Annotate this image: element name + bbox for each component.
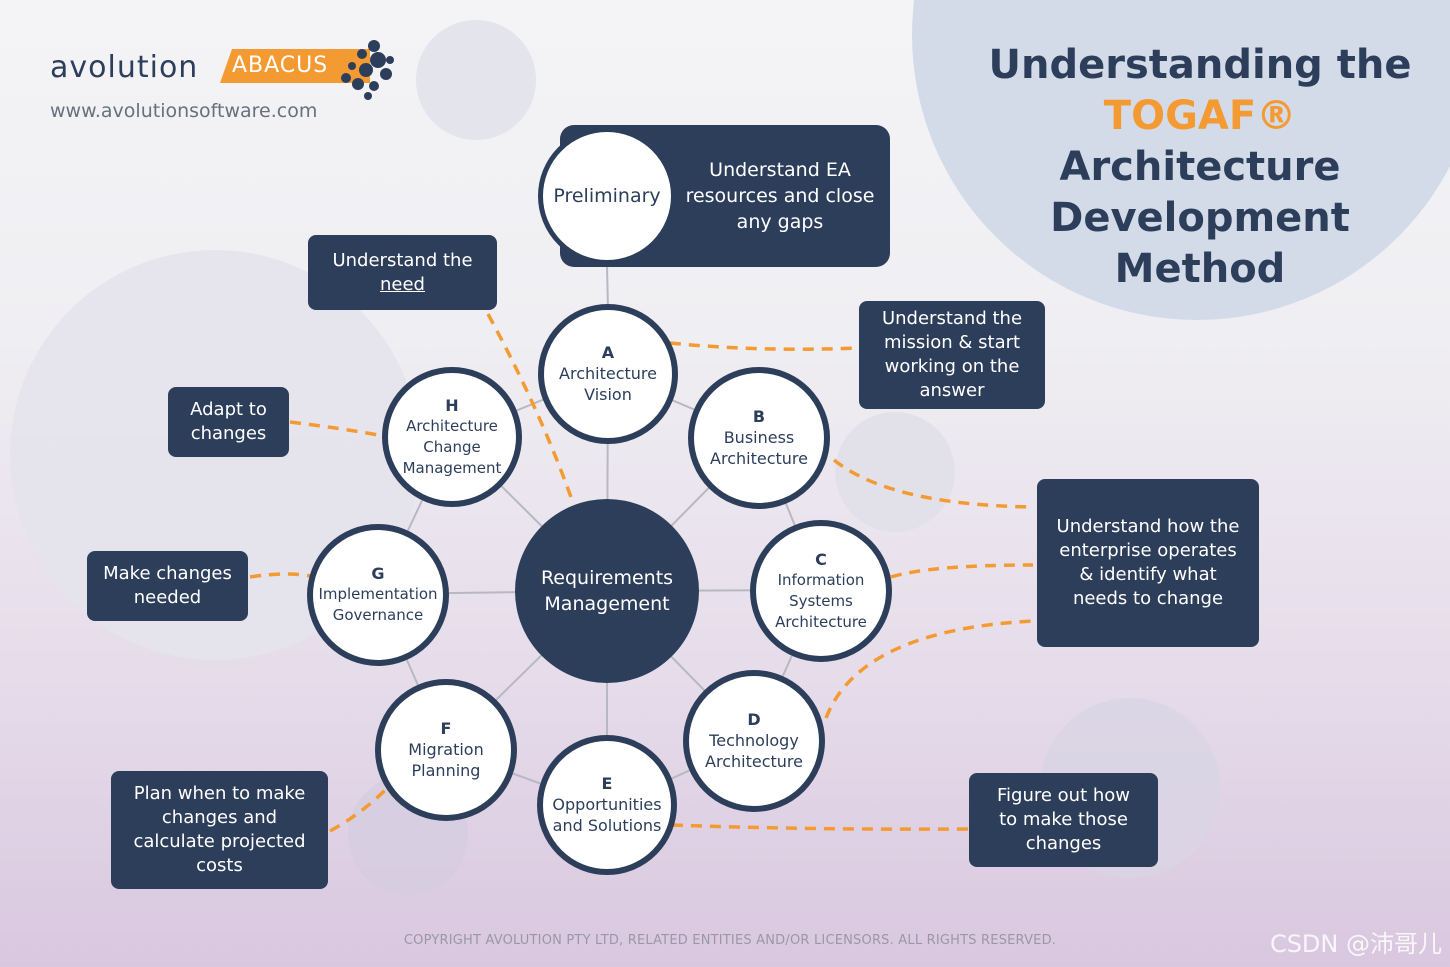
phase-a-letter: A: [601, 343, 615, 362]
copyright-notice: COPYRIGHT AVOLUTION PTY LTD, RELATED ENT…: [403, 933, 1057, 948]
dash-make: [249, 572, 316, 579]
logo-wordmark: avolution: [50, 50, 199, 85]
dash-need: [486, 313, 574, 501]
phase-b-name: Business Architecture: [710, 428, 808, 468]
dash-c: [890, 563, 1034, 579]
phase-b-letter: B: [752, 407, 766, 426]
need-link[interactable]: need: [380, 273, 425, 295]
dash-mission: [669, 341, 859, 351]
phase-f-name: Migration Planning: [408, 740, 484, 780]
phase-h-letter: H: [445, 395, 459, 415]
dash-d: [824, 619, 1034, 719]
title-line-2: TOGAF® Architecture: [960, 91, 1440, 193]
phase-g-name: Implementation Governance: [318, 585, 438, 624]
phase-d-letter: D: [747, 710, 761, 729]
requirements-management-node[interactable]: Requirements Management: [515, 499, 699, 683]
phase-g-node[interactable]: G Implementation Governance: [307, 524, 449, 666]
bg-circle-small-top: [416, 20, 536, 140]
dash-e: [671, 823, 969, 831]
title-line-3: Development Method: [1050, 195, 1350, 292]
logo-tag: ABACUS: [220, 49, 370, 83]
callout-dashed-lines: [249, 313, 1034, 833]
preliminary-label: Preliminary: [553, 185, 661, 207]
phase-c-node[interactable]: C Information Systems Architecture: [750, 520, 892, 662]
phase-h-node[interactable]: H Architecture Change Management: [382, 367, 522, 507]
dash-b: [832, 458, 1034, 509]
title-line-1: Understanding the: [988, 42, 1412, 88]
phase-c-name: Information Systems Architecture: [775, 570, 867, 631]
callout-figure-out: Figure out how to make those changes: [969, 773, 1158, 867]
csdn-watermark: CSDN @沛哥儿: [1269, 930, 1442, 958]
callout-plan: Plan when to make changes and calculate …: [111, 771, 328, 889]
phase-e-node[interactable]: E Opportunities and Solutions: [537, 735, 677, 875]
phase-c-letter: C: [815, 549, 827, 569]
callout-adapt: Adapt to changes: [168, 387, 289, 457]
phase-a-node[interactable]: A Architecture Vision: [538, 304, 678, 444]
callout-make-changes: Make changes needed: [87, 551, 248, 621]
phase-f-letter: F: [440, 719, 452, 738]
dash-adapt: [289, 420, 385, 438]
preliminary-description: Understand EA resources and close any ga…: [685, 159, 875, 233]
phase-d-node[interactable]: D Technology Architecture: [683, 670, 825, 812]
phase-h-name: Architecture Change Management: [402, 416, 502, 477]
phase-a-name: Architecture Vision: [559, 364, 657, 404]
logo-bubbles-icon: [341, 40, 394, 100]
page-title: Understanding the TOGAF® Architecture De…: [960, 40, 1440, 295]
phase-e-name: Opportunities and Solutions: [552, 795, 662, 835]
website-url[interactable]: www.avolutionsoftware.com: [50, 100, 318, 122]
understand-need-prefix: Understand the: [332, 249, 473, 271]
callout-mission: Understand the mission & start working o…: [859, 301, 1045, 409]
dash-f: [329, 780, 395, 833]
phase-g-letter: G: [371, 564, 385, 583]
phase-d-name: Technology Architecture: [705, 731, 803, 771]
title-accent: TOGAF®: [1103, 93, 1297, 139]
preliminary-node[interactable]: Preliminary: [538, 127, 676, 265]
phase-f-node[interactable]: F Migration Planning: [375, 679, 517, 821]
phase-b-node[interactable]: B Business Architecture: [688, 367, 830, 509]
callout-enterprise: Understand how the enterprise operates &…: [1037, 479, 1259, 647]
phase-e-letter: E: [601, 774, 613, 793]
title-line-2-rest: Architecture: [1059, 144, 1341, 190]
preliminary-link: [606, 264, 609, 311]
